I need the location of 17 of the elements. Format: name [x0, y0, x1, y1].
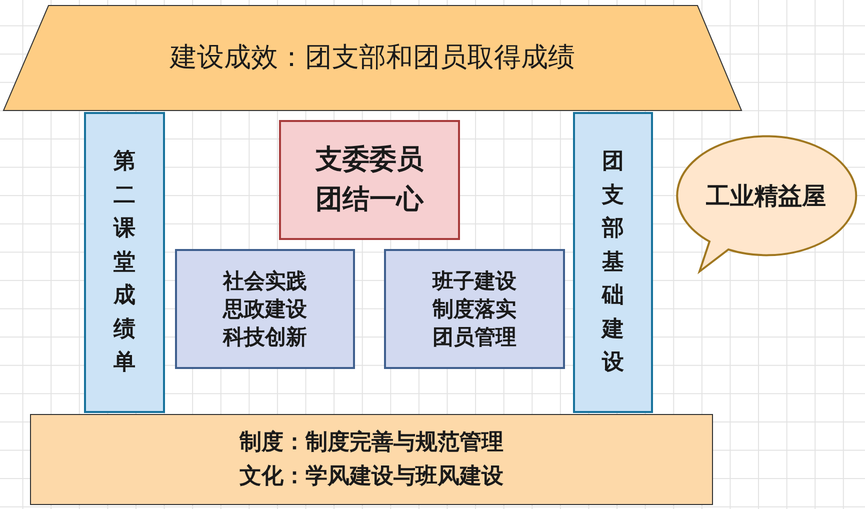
box-label: 班子建设制度落实团员管理 [431, 268, 518, 351]
box-label: 支委委员团结一心 [314, 143, 425, 217]
pillar-label: 团支部基础建设 [601, 148, 625, 378]
foundation-box [30, 414, 713, 505]
pillar-label: 第二课堂成绩单 [112, 148, 136, 378]
pillar-box [573, 112, 653, 413]
topic-box [384, 249, 565, 369]
topic-box [175, 249, 355, 369]
bubble-label: 工业精益屋 [706, 180, 826, 210]
center-box [279, 120, 460, 240]
pillar-box [84, 112, 165, 413]
roof-title: 建设成效：团支部和团员取得成绩 [170, 41, 575, 75]
foundation-line: 制度：制度完善与规范管理 [240, 428, 504, 456]
box-label: 社会实践思政建设科技创新 [222, 268, 308, 351]
speech-bubble [675, 135, 857, 273]
foundation-line: 文化：学风建设与班风建设 [240, 462, 504, 490]
roof-trapezoid [3, 5, 742, 111]
